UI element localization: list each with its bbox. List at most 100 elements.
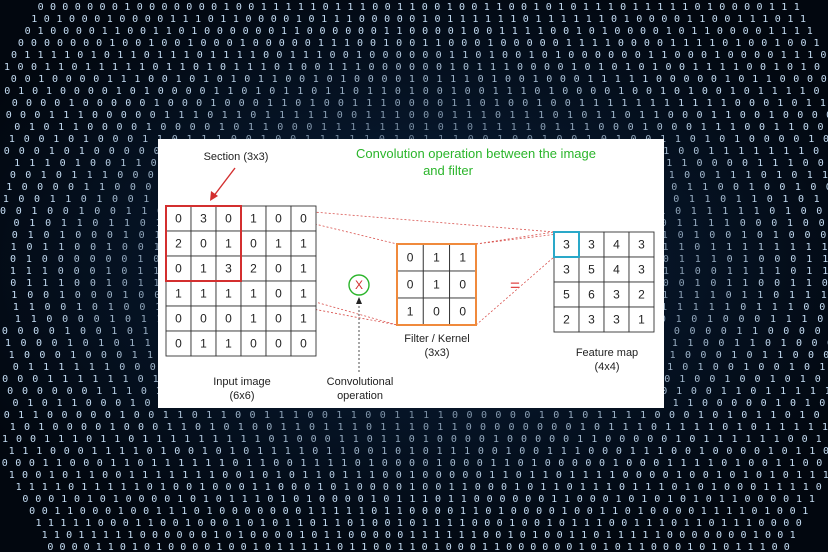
binary-digit: 0 (568, 50, 574, 61)
binary-digit: 1 (49, 110, 55, 121)
binary-digit: 0 (236, 470, 242, 481)
binary-digit: 1 (109, 314, 115, 325)
binary-digit: 1 (184, 50, 190, 61)
binary-digit: 1 (659, 518, 665, 529)
binary-digit: 0 (52, 74, 58, 85)
binary-digit: 0 (695, 266, 701, 277)
binary-digit: 1 (195, 14, 201, 25)
binary-digit: 0 (179, 26, 185, 37)
binary-digit: 0 (731, 398, 737, 409)
binary-digit: 1 (555, 122, 561, 133)
binary-digit: 0 (437, 434, 443, 445)
binary-digit: 1 (591, 434, 597, 445)
binary-digit: 1 (618, 530, 624, 541)
binary-digit: 1 (665, 422, 671, 433)
binary-digit: 0 (598, 122, 604, 133)
binary-digit: 0 (423, 98, 429, 109)
binary-digit: 1 (644, 446, 650, 457)
binary-digit: 0 (585, 62, 591, 73)
binary-digit: 0 (779, 134, 785, 145)
binary-digit: 1 (667, 494, 673, 505)
input-cell: 1 (175, 287, 182, 301)
binary-digit: 1 (209, 470, 215, 481)
binary-digit: 0 (220, 62, 226, 73)
input-cell: 2 (250, 262, 257, 276)
binary-digit: 0 (774, 278, 780, 289)
binary-digit: 0 (750, 386, 756, 397)
filter-highlight (396, 243, 477, 326)
binary-digit: 0 (790, 398, 796, 409)
binary-digit: 1 (727, 266, 733, 277)
binary-digit: 1 (687, 14, 693, 25)
binary-digit: 0 (143, 506, 149, 517)
binary-digit: 0 (106, 110, 112, 121)
binary-digit: 1 (737, 422, 743, 433)
binary-digit: 1 (597, 410, 603, 421)
binary-digit: 1 (182, 470, 188, 481)
binary-digit: 0 (262, 530, 268, 541)
binary-digit: 1 (448, 494, 454, 505)
binary-digit: 1 (331, 38, 337, 49)
binary-digit: 0 (757, 494, 763, 505)
binary-digit: 1 (487, 38, 493, 49)
binary-digit: 1 (193, 110, 199, 121)
binary-digit: 0 (74, 86, 80, 97)
binary-digit: 0 (689, 434, 695, 445)
binary-digit: 0 (312, 446, 318, 457)
binary-digit: 1 (119, 446, 125, 457)
input-cell: 0 (275, 287, 282, 301)
binary-digit: 1 (593, 98, 599, 109)
input-cell: 1 (200, 262, 207, 276)
binary-digit: 0 (233, 122, 239, 133)
binary-digit: 0 (243, 446, 249, 457)
binary-digit: 1 (130, 50, 136, 61)
binary-digit: 0 (632, 86, 638, 97)
binary-digit: 0 (102, 86, 108, 97)
binary-digit: 1 (568, 410, 574, 421)
binary-digit: 1 (437, 446, 443, 457)
binary-digit: 1 (422, 518, 428, 529)
binary-digit: 1 (105, 446, 111, 457)
binary-digit: 0 (347, 518, 353, 529)
binary-digit: 0 (11, 74, 17, 85)
binary-digit: 1 (18, 410, 24, 421)
binary-digit: 1 (255, 494, 261, 505)
binary-digit: 0 (32, 86, 38, 97)
binary-digit: 0 (527, 482, 533, 493)
binary-digit: 1 (782, 194, 788, 205)
binary-digit: 1 (67, 338, 73, 349)
binary-digit: 1 (108, 302, 114, 313)
binary-digit: 1 (73, 122, 79, 133)
binary-digit: 1 (422, 38, 428, 49)
binary-digit: 1 (531, 458, 537, 469)
binary-digit: 1 (472, 14, 478, 25)
binary-digit: 0 (823, 446, 828, 457)
binary-digit: 0 (12, 98, 18, 109)
binary-digit: 0 (640, 458, 646, 469)
binary-digit: 0 (74, 242, 80, 253)
binary-digit: 0 (743, 26, 749, 37)
binary-digit: 1 (640, 410, 646, 421)
binary-digit: 1 (10, 422, 16, 433)
binary-digit: 1 (132, 542, 138, 552)
binary-digit: 0 (63, 26, 69, 37)
binary-digit: 0 (676, 506, 682, 517)
binary-digit: 1 (814, 38, 820, 49)
binary-digit: 0 (763, 98, 769, 109)
binary-digit: 1 (4, 62, 10, 73)
binary-digit: 1 (56, 14, 62, 25)
binary-digit: 1 (807, 26, 813, 37)
binary-digit: 0 (140, 530, 146, 541)
binary-digit: 0 (515, 50, 521, 61)
binary-digit: 0 (451, 434, 457, 445)
binary-digit: 0 (694, 242, 700, 253)
binary-digit: 0 (823, 134, 828, 145)
binary-digit: 0 (60, 542, 66, 552)
binary-digit: 0 (113, 134, 119, 145)
binary-digit: 1 (340, 446, 346, 457)
binary-digit: 0 (11, 50, 17, 61)
binary-digit: 0 (783, 326, 789, 337)
binary-digit: 1 (810, 386, 816, 397)
binary-digit: 1 (260, 458, 266, 469)
binary-digit: 0 (467, 410, 473, 421)
